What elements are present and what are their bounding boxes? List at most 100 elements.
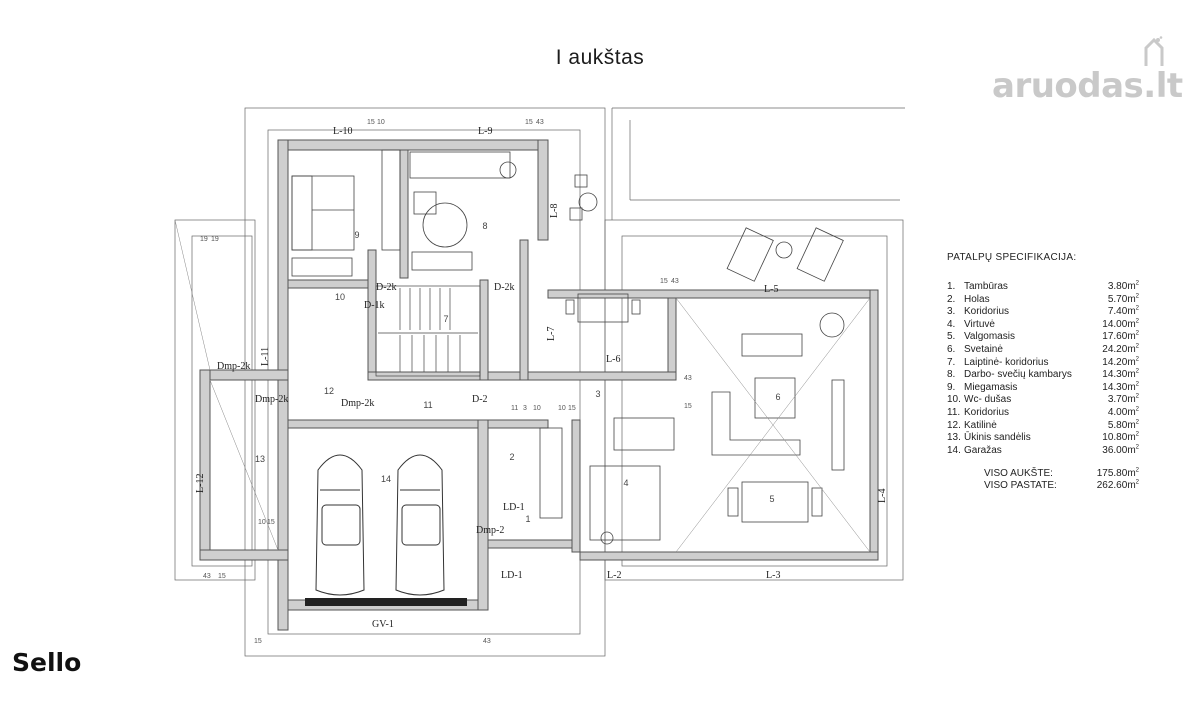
room-number: 2 [509,452,514,462]
dimension-frame [174,107,905,657]
window-label: L-7 [546,327,557,341]
window-label: L-6 [606,354,620,365]
room-area: 3.70m2 [1107,394,1139,406]
room-area: 4.00m2 [1107,406,1139,418]
room-no: 5. [947,331,956,343]
spec-total-row: VISO PASTATE: 262.60m2 [947,480,1147,492]
room-no: 7. [947,356,956,368]
window-label: LD-1 [501,570,523,581]
door-label: Dmp-2k [217,361,250,372]
room-area: 14.20m2 [1102,356,1139,368]
total-area: 175.80m2 [1096,467,1139,480]
room-no: 11. [947,406,961,418]
total-label: VISO AUKŠTE: [984,468,1053,480]
door-label: D-2 [472,394,488,405]
room-area: 24.20m2 [1102,343,1139,355]
room-name: Garažas [964,444,1002,456]
window-label: LD-1 [503,502,525,513]
room-area: 14.30m2 [1102,368,1139,381]
room-area: 14.00m2 [1102,318,1139,330]
dimension-value: 15 [218,573,226,580]
spec-row: 7. Laiptinė- koridorius 14.20m2 [947,356,1147,370]
room-number: 7 [443,314,448,324]
dimension-value: 15 [367,119,375,126]
kitchen [539,417,675,545]
room-no: 8. [947,369,956,381]
guide-lines [174,219,871,553]
door-label: D-2k [376,282,397,293]
room-number: 9 [354,230,359,240]
room-no: 9. [947,381,956,393]
window-label: GV-1 [372,619,394,630]
room-area: 3.80m2 [1107,280,1139,292]
page-title: I aukštas [555,46,645,69]
dimension-value: 15 [684,403,692,410]
outdoor-dining [565,293,641,323]
room-area: 14.30m2 [1102,381,1139,393]
room-name: Laiptinė- koridorius [964,356,1049,368]
room-no: 6. [947,343,956,355]
room-area: 5.70m2 [1107,293,1139,305]
room-number: 13 [255,454,265,464]
room-no: 13. [947,432,961,444]
total-area: 262.60m2 [1096,479,1139,492]
dimension-value: 19 [200,236,208,243]
terrace-furniture [569,174,844,282]
staircase [375,285,481,377]
dimension-value: 43 [203,573,211,580]
door-label: D-1k [364,300,385,311]
window-label: L-10 [333,126,352,137]
window-label: L-9 [478,126,492,137]
wardrobe [291,257,353,277]
dimension-value: 3 [523,405,527,412]
car-right-icon [395,454,445,596]
window-label: L-12 [195,474,206,493]
room-name: Koridorius [964,406,1010,418]
room-number: 4 [623,478,628,488]
door-label: Dmp-2k [255,394,288,405]
dimension-value: 43 [684,375,692,382]
room-no: 10. [947,394,961,406]
living-room [711,312,845,471]
total-label: VISO PASTATE: [984,480,1057,492]
watermark-house-icon [1144,36,1164,66]
dimension-value: 15 [568,405,576,412]
dimension-value: 15 [254,638,262,645]
dimension-value: 11 [511,405,518,412]
room-name: Tambūras [964,281,1008,292]
car-left-icon [315,454,365,596]
dimension-value: 15 [267,519,275,526]
room-name: Virtuvė [964,318,995,330]
room-number: 10 [335,292,345,302]
room-number: 5 [769,494,774,504]
room-number: 1 [525,514,530,524]
office-furniture [409,151,517,271]
room-no: 12. [947,419,961,431]
room-name: Koridorius [964,306,1010,318]
room-number: 11 [423,400,432,410]
room-number: 14 [381,474,391,484]
brand-logo: Sello [12,648,82,677]
dimension-value: 15 [525,119,533,126]
door-label: D-2k [494,282,515,293]
dimension-value: 10 [533,405,541,412]
room-name: Ūkinis sandėlis [964,432,1031,444]
room-area: 36.00m2 [1102,444,1139,456]
room-name: Holas [964,293,990,305]
door-label: Dmp-2 [476,525,504,536]
door-label: Dmp-2k [341,398,374,409]
room-number: 12 [324,386,334,396]
window-label: L-5 [764,284,778,295]
window-label: L-4 [877,489,888,503]
